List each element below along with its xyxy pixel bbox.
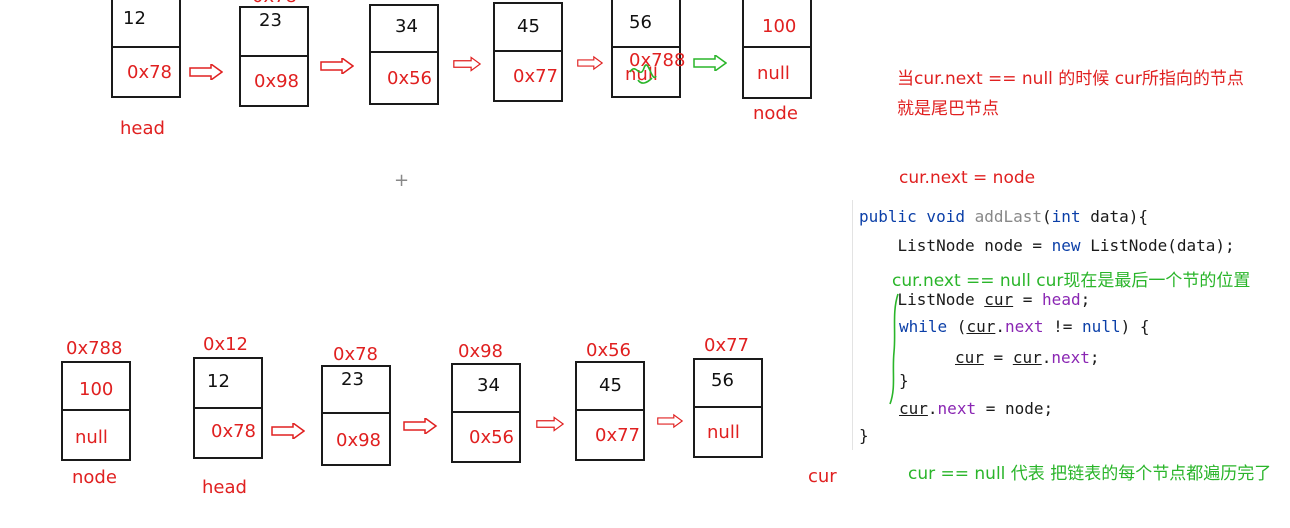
list-node: 100 null — [742, 0, 812, 99]
node-address: 0x788 — [66, 338, 123, 359]
node-address: 0x78 — [252, 0, 297, 7]
node-value: 56 — [629, 12, 652, 33]
list-node: 23 0x98 — [239, 6, 309, 107]
head-label: head — [202, 477, 247, 498]
arrow-icon — [657, 413, 683, 429]
head-label: head — [120, 118, 165, 139]
node-value: 45 — [517, 16, 540, 37]
code-line: ListNode node = new ListNode(data); — [859, 236, 1235, 255]
node-value: 34 — [477, 375, 500, 396]
node-next: 0x78 — [127, 62, 173, 83]
node-next: 0x98 — [336, 430, 382, 451]
code-line: } — [859, 426, 869, 445]
node-value: 56 — [711, 370, 734, 391]
node-next: null — [707, 422, 740, 443]
list-node: 12 0x78 — [111, 0, 181, 98]
arrow-icon — [536, 416, 564, 432]
node-address: 0x12 — [203, 334, 249, 355]
list-node: 100 null — [61, 361, 131, 461]
node-label: node — [72, 467, 117, 488]
code-line: public void addLast(int data){ — [859, 207, 1149, 226]
node-next: 0x77 — [513, 66, 559, 87]
plus-icon: + — [394, 170, 410, 191]
node-value: 45 — [599, 375, 622, 396]
node-value: 100 — [79, 379, 114, 400]
list-node: 34 0x56 — [369, 4, 439, 105]
node-value: 100 — [762, 16, 797, 37]
arrow-icon — [693, 55, 727, 71]
node-label: node — [753, 103, 798, 124]
list-node: 45 0x77 — [575, 361, 645, 461]
assign-note: cur.next = node — [899, 168, 1036, 188]
code-line: ListNode cur = head; — [859, 290, 1091, 309]
arrow-icon — [577, 55, 603, 71]
code-block — [852, 200, 1290, 450]
arrow-icon — [453, 56, 481, 72]
node-address: 0x77 — [704, 335, 750, 356]
node-value: 12 — [207, 371, 230, 392]
code-line: cur.next = node; — [899, 399, 1054, 418]
bracket-mark — [889, 293, 899, 405]
node-value: 23 — [341, 369, 364, 390]
tail-note-line2: 就是尾巴节点 — [897, 99, 999, 119]
code-line: while (cur.next != null) { — [899, 317, 1150, 336]
node-address: 0x78 — [333, 344, 379, 365]
cur-last-note: cur.next == null cur现在是最后一个节的位置 — [892, 271, 1251, 291]
cur-null-note: cur == null 代表 把链表的每个节点都遍历完了 — [908, 464, 1272, 484]
node-value: 34 — [395, 16, 418, 37]
arrow-icon — [271, 423, 305, 439]
cur-label: cur — [808, 466, 837, 487]
node-next: null — [75, 427, 108, 448]
code-line: } — [899, 371, 909, 390]
list-node: 34 0x56 — [451, 363, 521, 463]
list-node: 23 0x98 — [321, 365, 391, 466]
node-next: null — [757, 63, 790, 84]
node-address: 0x98 — [458, 341, 504, 362]
tail-note-line1: 当cur.next == null 的时候 cur所指向的节点 — [897, 69, 1244, 89]
arrow-icon — [189, 64, 223, 80]
node-value: 23 — [259, 10, 282, 31]
node-next: 0x98 — [254, 71, 300, 92]
node-next: 0x56 — [469, 427, 515, 448]
node-address: 0x56 — [586, 340, 632, 361]
list-node: 12 0x78 — [193, 357, 263, 459]
list-node: 45 0x77 — [493, 2, 563, 102]
scribble-mark — [629, 64, 657, 84]
list-node: 56 null — [693, 358, 763, 458]
node-next: 0x56 — [387, 68, 433, 89]
code-line: cur = cur.next; — [955, 348, 1100, 367]
node-next: 0x77 — [595, 425, 641, 446]
node-value: 12 — [123, 8, 146, 29]
node-next: 0x78 — [211, 421, 257, 442]
arrow-icon — [403, 418, 438, 434]
node-overwrite-address: 0x788 — [629, 50, 686, 71]
arrow-icon — [320, 58, 354, 74]
